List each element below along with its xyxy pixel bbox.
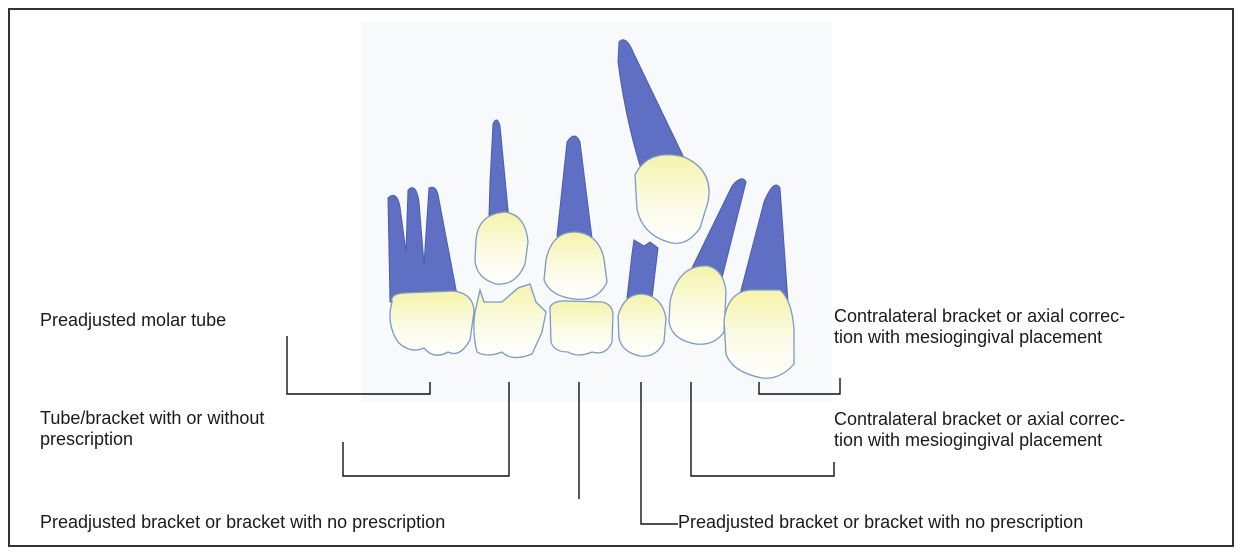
tooth-lower-premolar xyxy=(550,301,613,355)
premolar-crown-left xyxy=(475,212,528,284)
central-crown xyxy=(724,290,794,378)
molar-crown xyxy=(390,291,474,355)
label-contralateral-lower: Contralateral bracket or axial correc- t… xyxy=(834,409,1125,451)
label-tube-bracket: Tube/bracket with or without prescriptio… xyxy=(40,408,264,450)
label-preadjusted-right: Preadjusted bracket or bracket with no p… xyxy=(678,512,1083,533)
label-contralateral-upper: Contralateral bracket or axial correc- t… xyxy=(834,306,1125,348)
figure-frame: Preadjusted molar tube Tube/bracket with… xyxy=(8,8,1234,547)
lower-premolar-crown xyxy=(550,301,613,355)
dentition-diagram xyxy=(10,10,1232,545)
label-molar-tube: Preadjusted molar tube xyxy=(40,310,226,331)
small-premolar-crown xyxy=(618,294,666,356)
label-preadjusted-left: Preadjusted bracket or bracket with no p… xyxy=(40,512,445,533)
leader-preadjusted-right xyxy=(641,382,678,524)
